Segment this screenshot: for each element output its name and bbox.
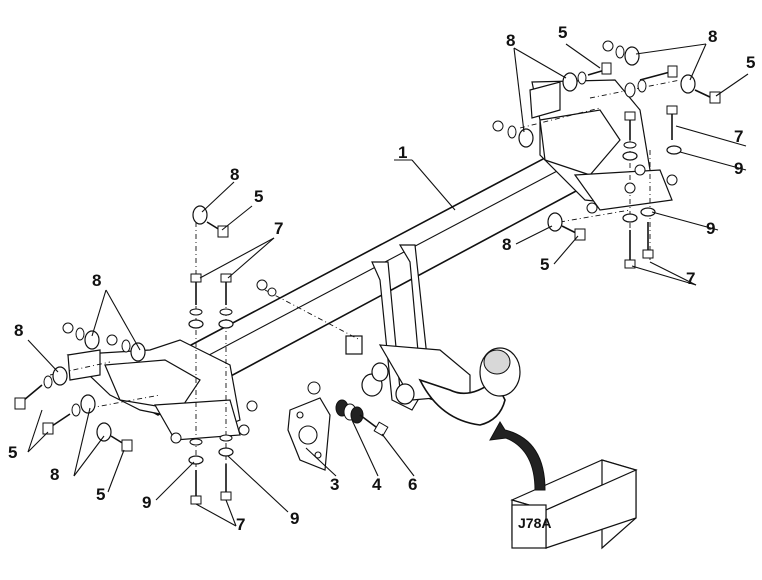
callout-7-right-lower: 7 xyxy=(686,269,695,288)
callout-3: 3 xyxy=(330,475,339,494)
ball-collar xyxy=(361,362,415,405)
callout-6: 6 xyxy=(408,475,417,494)
kit-box: J78A xyxy=(489,421,638,550)
callout-7-left-upper: 7 xyxy=(274,219,283,238)
kit-box-label: J78A xyxy=(518,515,551,531)
callout-8-left-lower: 8 xyxy=(50,465,59,484)
callout-8-left-upper: 8 xyxy=(230,165,239,184)
callout-5-far-left: 5 xyxy=(8,443,17,462)
callout-9-right-upper: 9 xyxy=(734,159,743,178)
spring-washer-stack xyxy=(335,399,364,424)
callout-4: 4 xyxy=(372,475,382,494)
callout-8-mid: 8 xyxy=(502,235,511,254)
callout-8-top-right: 8 xyxy=(708,27,717,46)
socket-plate xyxy=(287,381,331,471)
left-mounting-bracket xyxy=(66,339,241,441)
callout-9-right-lower: 9 xyxy=(706,219,715,238)
callout-1: 1 xyxy=(398,143,407,162)
callout-9-bottom-left: 9 xyxy=(142,493,151,512)
callout-9-bottom-right: 9 xyxy=(290,509,299,528)
right-mounting-bracket xyxy=(529,79,673,211)
callout-5-mid: 5 xyxy=(540,255,549,274)
callout-5-left-upper: 5 xyxy=(254,187,263,206)
callout-5-top: 5 xyxy=(558,23,567,42)
callout-numbers: 1 8 5 8 5 7 9 9 7 8 5 8 5 7 8 8 5 8 5 9 … xyxy=(8,23,755,534)
leader-lines xyxy=(27,43,749,527)
callout-8-far-left: 8 xyxy=(14,321,23,340)
callout-8-top-left: 8 xyxy=(506,31,515,50)
callout-5-left-lower: 5 xyxy=(96,485,105,504)
callout-8-left-pair: 8 xyxy=(92,271,101,290)
callout-7-bottom: 7 xyxy=(236,515,245,534)
socket-bolt xyxy=(359,414,389,437)
towball-neck-assembly xyxy=(345,244,521,426)
callout-7-right: 7 xyxy=(734,127,743,146)
callout-5-right: 5 xyxy=(746,53,755,72)
